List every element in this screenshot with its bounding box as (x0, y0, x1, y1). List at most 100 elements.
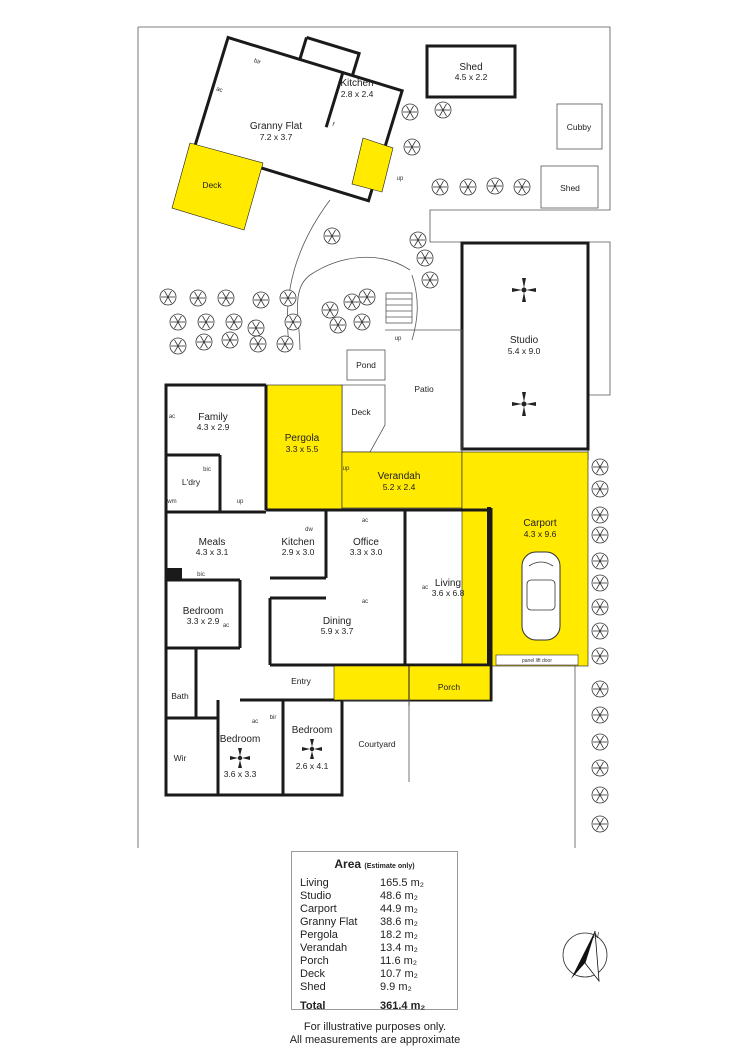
shed-small-outline (540, 165, 599, 209)
kitchen-dims: 2.9 x 3.0 (282, 547, 315, 557)
tree-icon (403, 138, 421, 156)
area-total-label: Total (300, 1000, 326, 1012)
kitchen-flat-name: Kitchen (340, 78, 373, 89)
porch-area (333, 665, 491, 701)
area-row: Deck 10.7 m₂ (292, 968, 457, 981)
tree-icon (591, 622, 609, 640)
area-title: Area (334, 857, 362, 871)
living-dims: 3.6 x 6.8 (432, 588, 465, 598)
pond-name: Pond (356, 360, 376, 370)
tree-icon (217, 289, 235, 307)
f-label: f (331, 122, 335, 128)
tree-icon (431, 178, 449, 196)
tree-icon (591, 759, 609, 777)
area-note: (Estimate only) (364, 863, 415, 870)
pergola-dims: 3.3 x 5.5 (286, 444, 319, 454)
office-dims: 3.3 x 3.0 (350, 547, 383, 557)
disclaimer-line-1: For illustrative purposes only. (303, 1021, 447, 1033)
ac-office: ac (362, 518, 368, 524)
up-stairs: up (395, 336, 402, 342)
area-total-row: Total 361.4 m₂ (292, 1000, 457, 1013)
panel-lift-door-label: panel lift door (522, 658, 552, 664)
tree-icon (591, 526, 609, 544)
area-row-label: Porch (300, 955, 329, 967)
verandah-dims: 5.2 x 2.4 (383, 482, 416, 492)
kitchen-name: Kitchen (281, 537, 314, 548)
cubby-name: Cubby (567, 122, 592, 132)
house-walls (164, 383, 493, 797)
family-dims: 4.3 x 2.9 (197, 422, 230, 432)
kitchen-flat-dims: 2.8 x 2.4 (341, 89, 374, 99)
area-row: Studio 48.6 m₂ (292, 890, 457, 903)
tree-icon (591, 506, 609, 524)
tree-icon (323, 227, 341, 245)
ac-dining: ac (362, 599, 368, 605)
garden-path (287, 199, 418, 351)
tree-icon (401, 103, 419, 121)
bic-laundry: bic (203, 467, 211, 473)
area-row-label: Studio (300, 890, 332, 902)
ac-living: ac (422, 585, 428, 591)
tree-icon (225, 313, 243, 331)
bath-flat-wall (298, 37, 308, 60)
deck-name: Deck (351, 407, 371, 417)
tree-icon (591, 733, 609, 751)
granny-flat-name: Granny Flat (250, 121, 302, 132)
entry-name: Entry (291, 676, 312, 686)
tree-icon (591, 458, 609, 476)
kitchen-flat-wall (324, 72, 345, 128)
pergola-name: Pergola (285, 433, 320, 444)
disclaimer: For illustrative purposes only. All meas… (250, 1021, 500, 1047)
shed-top-outline (425, 44, 517, 99)
cubby-outline (556, 103, 603, 150)
wir-name: Wir (174, 753, 187, 763)
granny-flat-dims: 7.2 x 3.7 (260, 132, 293, 142)
bedroom-mid-name: Bedroom (220, 734, 261, 745)
tree-icon (329, 316, 347, 334)
bedroom-right-dims: 2.6 x 4.1 (296, 761, 329, 771)
ac-bedroom-mid: ac (252, 719, 258, 725)
bath-name: Bath (171, 691, 189, 701)
meals-name: Meals (199, 537, 226, 548)
ceiling-fan-icon (512, 392, 536, 416)
courtyard-outline (342, 699, 410, 782)
tree-icon (221, 331, 239, 349)
tree-icon (159, 288, 177, 306)
deck-flat-side (351, 137, 394, 193)
tree-icon (591, 786, 609, 804)
area-row-label: Deck (300, 968, 326, 980)
north-label: N (593, 931, 599, 940)
bedroom-left-dims: 3.3 x 2.9 (187, 616, 220, 626)
pergola-area (265, 384, 343, 510)
area-row-value: 18.2 m₂ (380, 929, 418, 941)
bir-flat-label: bir (253, 58, 261, 66)
tree-icon (197, 313, 215, 331)
shed-small-name: Shed (560, 183, 580, 193)
tree-icon (276, 335, 294, 353)
tree-icon (416, 249, 434, 267)
trees (159, 101, 609, 833)
tree-icon (591, 815, 609, 833)
area-row-label: Living (300, 877, 329, 889)
shed-top-name: Shed (459, 62, 482, 73)
stairs (385, 292, 413, 324)
carport-dims: 4.3 x 9.6 (524, 529, 557, 539)
area-row-value: 48.6 m₂ (380, 890, 418, 902)
tree-icon (195, 333, 213, 351)
tree-icon (409, 231, 427, 249)
car-icon (521, 551, 561, 641)
panel-lift-door (495, 654, 579, 666)
area-row-value: 11.6 m₂ (380, 955, 418, 967)
tree-icon (434, 101, 452, 119)
area-row-value: 9.9 m₂ (380, 981, 412, 993)
tree-icon (591, 598, 609, 616)
verandah-area (341, 451, 463, 509)
tree-icon (247, 319, 265, 337)
area-row-value: 10.7 m₂ (380, 968, 418, 980)
ceiling-fan-icon (230, 748, 250, 768)
bedroom-left-name: Bedroom (183, 606, 224, 617)
dining-name: Dining (323, 616, 351, 627)
ac-family: ac (169, 414, 175, 420)
